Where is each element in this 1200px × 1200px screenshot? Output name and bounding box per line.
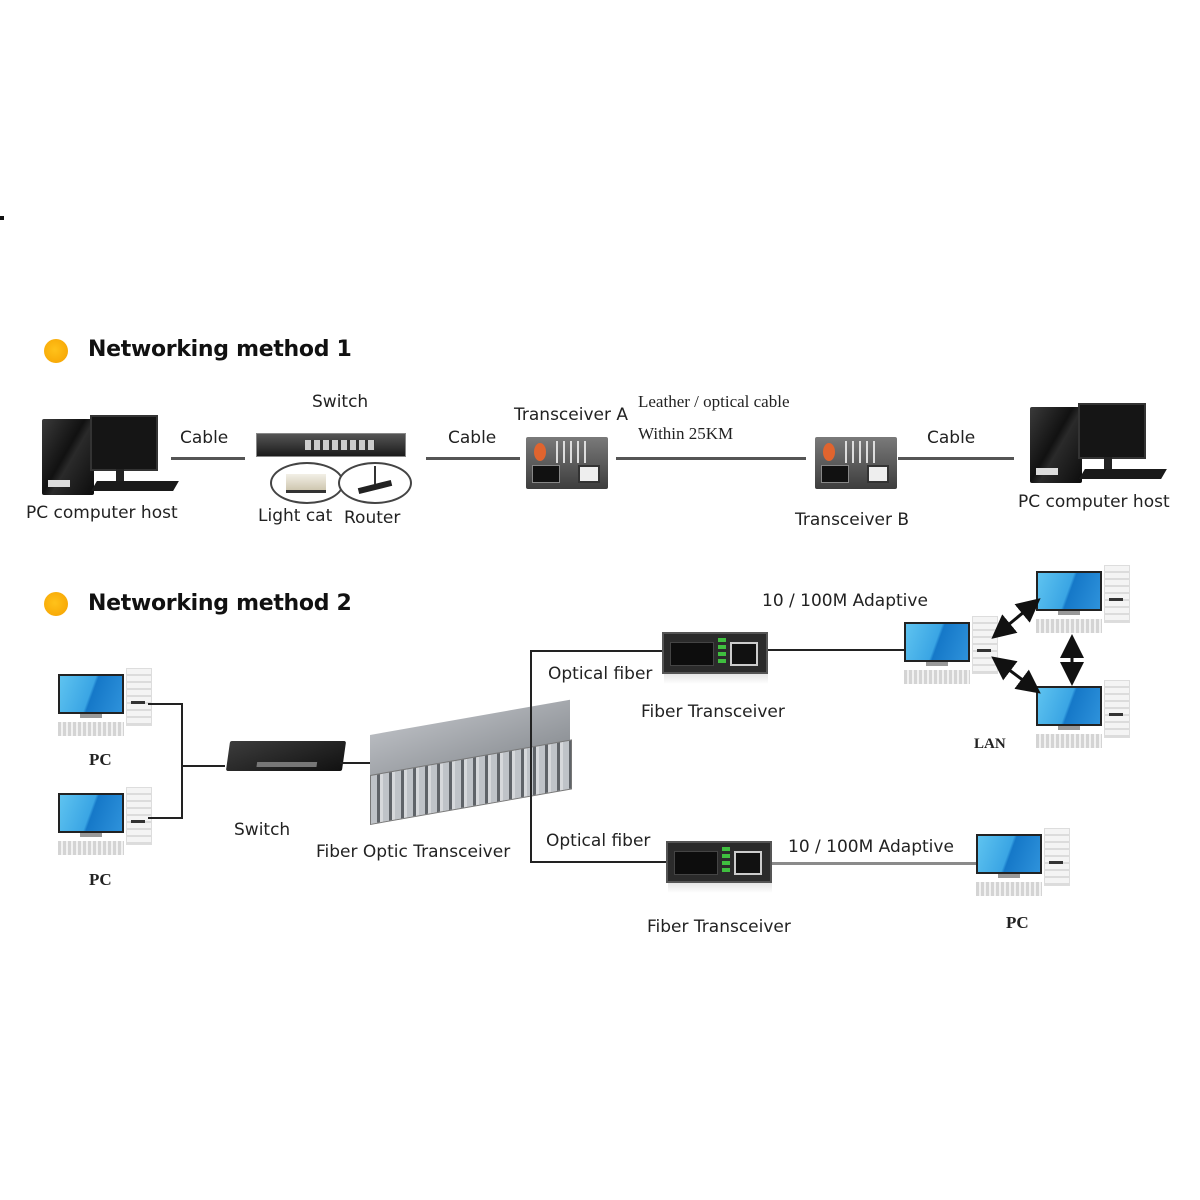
router-label: Router	[344, 508, 401, 528]
fiber-transceiver-bottom-label: Fiber Transceiver	[647, 917, 791, 937]
method-1-heading: Networking method 1	[88, 337, 352, 362]
adaptive-bottom-line	[772, 862, 978, 865]
cable-3-line	[898, 457, 1014, 460]
shadow	[668, 883, 772, 893]
cable-1-label: Cable	[180, 428, 229, 448]
distance-label: Within 25KM	[638, 424, 734, 443]
rack-switch-icon	[256, 433, 406, 457]
optical-fiber-top-label: Optical fiber	[548, 664, 653, 684]
arrow-hub-to-bottom	[991, 656, 1041, 694]
switch-label: Switch	[234, 820, 291, 840]
pc-top-label: PC	[89, 750, 112, 769]
cable-3-label: Cable	[927, 428, 976, 448]
optical-cable-label: Leather / optical cable	[638, 392, 790, 411]
switch-to-chassis-line	[340, 762, 372, 764]
adaptive-top-label: 10 / 100M Adaptive	[762, 591, 928, 611]
pc-top-cable	[148, 703, 182, 705]
bracket-to-switch-line	[181, 765, 225, 767]
transceiver-b-label: Transceiver B	[795, 510, 910, 530]
media-converter-a-icon	[526, 437, 608, 489]
lan-pc-bottom-icon	[1036, 680, 1132, 760]
pc-bottom-cable	[148, 817, 182, 819]
lan-pc-top-icon	[1036, 565, 1132, 645]
shadow	[664, 674, 768, 684]
lan-pc-hub-icon	[904, 616, 1000, 696]
adaptive-bottom-label: 10 / 100M Adaptive	[788, 837, 954, 857]
cable-1-line	[171, 457, 245, 460]
router-icon	[338, 462, 412, 504]
fiber-top-line	[530, 650, 662, 652]
pc-bottom-label: PC	[89, 870, 112, 889]
pc-remote-icon	[976, 828, 1072, 908]
bullet-icon	[44, 339, 68, 363]
fiber-trunk-line	[530, 650, 532, 862]
cable-2-label: Cable	[448, 428, 497, 448]
fiber-bottom-line	[530, 861, 666, 863]
transceiver-a-label: Transceiver A	[514, 405, 628, 425]
pc-bracket-line	[181, 703, 183, 819]
desktop-computer-icon	[1030, 403, 1170, 483]
fiber-transceiver-bottom-icon	[666, 841, 772, 883]
fiber-transceiver-top-icon	[662, 632, 768, 674]
pc-right-label: PC computer host	[1018, 492, 1170, 512]
chassis-label: Fiber Optic Transceiver	[316, 842, 511, 862]
media-converter-b-icon	[815, 437, 897, 489]
light-cat-label: Light cat	[258, 506, 333, 526]
method-2-heading: Networking method 2	[88, 591, 352, 616]
arrow-hub-to-top	[991, 598, 1041, 639]
optical-cable-line	[616, 457, 806, 460]
switch-label: Switch	[312, 392, 369, 412]
desktop-computer-icon	[42, 415, 182, 495]
light-cat-icon	[270, 462, 344, 504]
cable-2-line	[426, 457, 520, 460]
optical-fiber-bottom-label: Optical fiber	[546, 831, 651, 851]
lan-label: LAN	[974, 736, 1006, 752]
stray-mark	[0, 216, 4, 220]
pc-bottom-icon	[58, 787, 154, 867]
pc-remote-label: PC	[1006, 913, 1029, 932]
pc-top-icon	[58, 668, 154, 748]
bullet-icon	[44, 592, 68, 616]
fiber-transceiver-top-label: Fiber Transceiver	[641, 702, 785, 722]
pc-left-label: PC computer host	[26, 503, 178, 523]
adaptive-top-line	[768, 649, 904, 651]
